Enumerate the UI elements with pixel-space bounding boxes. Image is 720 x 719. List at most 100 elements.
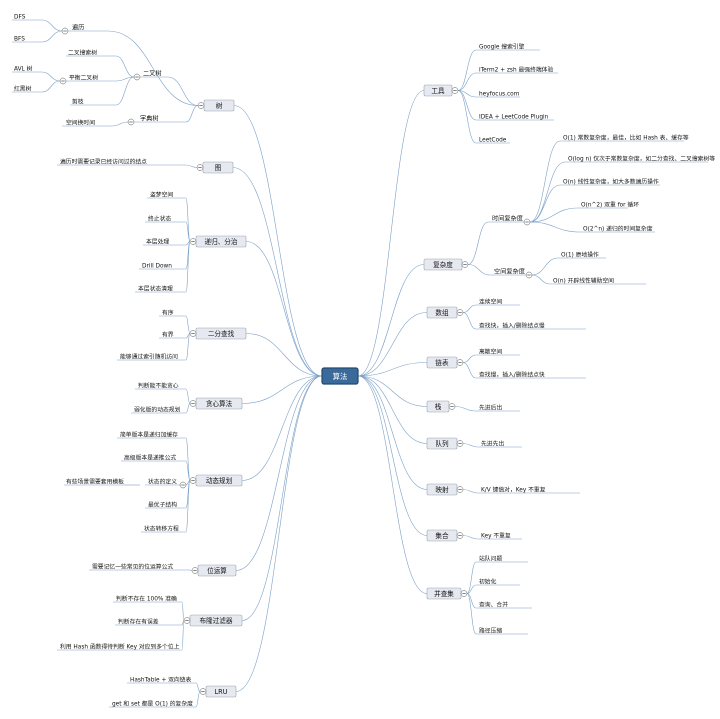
branch-node-set[interactable]: 集合 <box>426 529 458 542</box>
collapse-toggle-icon[interactable] <box>189 477 197 484</box>
leaf-label: 盗梦空间 <box>150 190 173 198</box>
collapse-toggle-icon[interactable] <box>456 486 464 493</box>
leaf-label: K/V 键值对，Key 不重复 <box>481 485 546 493</box>
connector-line <box>41 71 61 82</box>
branch-node-binsearch[interactable]: 二分查找 <box>195 327 247 340</box>
connector-line <box>241 375 323 481</box>
connector-line <box>107 30 199 106</box>
collapse-toggle-icon[interactable] <box>456 440 464 447</box>
connector-line <box>167 76 199 106</box>
connector-line <box>357 375 428 490</box>
connector-line <box>466 593 477 635</box>
branch-node-tree[interactable]: 树 <box>203 99 235 112</box>
collapse-toggle-icon[interactable] <box>199 688 207 695</box>
branch-node-label: 贪心算法 <box>206 399 233 408</box>
branch-node-dp[interactable]: 动态规划 <box>195 474 243 487</box>
branch-node-lru[interactable]: LRU <box>205 685 237 698</box>
leaf-label: O(n) 线性复杂度，如大多数遍历操作 <box>563 177 659 185</box>
leaf-label: 站队问题 <box>479 554 502 562</box>
space-complexity-label: 空间复杂度 <box>494 267 525 275</box>
branch-node-stack[interactable]: 栈 <box>426 400 450 413</box>
branch-node-bloom[interactable]: 布隆过滤器 <box>189 614 243 627</box>
connector-line <box>529 140 561 223</box>
connector-line <box>462 312 477 330</box>
collapse-toggle-icon[interactable] <box>59 77 67 85</box>
branch-node-bitop[interactable]: 位运算 <box>197 564 237 577</box>
collapse-toggle-icon[interactable] <box>133 73 141 81</box>
connector-line <box>185 480 191 533</box>
branch-node-label: 队列 <box>435 439 449 448</box>
collapse-toggle-icon[interactable] <box>525 271 533 279</box>
collapse-toggle-icon[interactable] <box>189 400 197 407</box>
branch-node-complexity[interactable]: 复杂度 <box>423 258 463 271</box>
collapse-toggle-icon[interactable] <box>456 359 464 366</box>
connector-line <box>241 375 323 621</box>
collapse-toggle-icon[interactable] <box>179 481 187 489</box>
collapse-toggle-icon[interactable] <box>196 164 204 171</box>
branch-node-recursion[interactable]: 递归、分治 <box>195 235 247 248</box>
connector-line <box>245 333 323 377</box>
mindmap-nodes: 算法树图递归、分治二分查找贪心算法动态规划位运算布隆过滤器LRU遍历DFSBFS… <box>14 14 715 707</box>
collapse-toggle-icon[interactable] <box>456 309 464 316</box>
root-node[interactable] <box>321 367 359 385</box>
connector-line <box>357 375 428 444</box>
branch-node-array[interactable]: 数组 <box>426 306 458 319</box>
connector-line <box>457 90 477 98</box>
connector-line <box>185 105 199 123</box>
connector-line <box>241 375 323 404</box>
collapse-toggle-icon[interactable] <box>197 102 205 109</box>
collapse-toggle-icon[interactable] <box>189 238 197 245</box>
leaf-label: O(n^2) 双重 for 循环 <box>581 200 639 208</box>
branch-node-label: LRU <box>214 688 227 696</box>
leaf-label: 本层状态清理 <box>138 284 173 292</box>
branch-node-unionfind[interactable]: 并查集 <box>426 587 462 600</box>
collapse-toggle-icon[interactable] <box>189 330 197 337</box>
branch-node-label: 位运算 <box>207 566 227 575</box>
collapse-toggle-icon[interactable] <box>456 532 464 539</box>
leaf-label: 初始化 <box>479 577 497 585</box>
collapse-toggle-icon[interactable] <box>127 118 135 126</box>
leaf-label: LeetCode <box>479 137 507 143</box>
collapse-toggle-icon[interactable] <box>451 87 459 94</box>
collapse-toggle-icon[interactable] <box>448 403 456 410</box>
branch-node-queue[interactable]: 队列 <box>426 437 458 450</box>
connector-line <box>457 90 477 144</box>
connector-line <box>457 72 477 91</box>
connector-line <box>185 437 191 481</box>
leaf-label: 连续空间 <box>479 297 502 305</box>
leaf-label: 先进后出 <box>479 403 502 411</box>
connector-line <box>529 207 579 223</box>
leaf-label: 遍历时需要记录已经访问过的结点 <box>60 157 147 165</box>
branch-node-tools[interactable]: 工具 <box>423 84 453 97</box>
collapse-toggle-icon[interactable] <box>61 27 69 35</box>
collapse-toggle-icon[interactable] <box>191 567 199 574</box>
trie-label: 字典树 <box>140 114 159 122</box>
leaf-label: 红黑树 <box>14 84 32 92</box>
connector-line <box>235 375 323 571</box>
connector-line <box>466 593 477 609</box>
leaf-label: 空间换时间 <box>66 118 95 126</box>
leaf-label: 简单版本是递归加缓存 <box>120 430 178 438</box>
leaf-label: Drill Down <box>142 263 172 269</box>
connector-line <box>111 121 129 127</box>
leaf-label: 查询、合并 <box>479 600 508 608</box>
leaf-label: 判断不存在 100% 准确 <box>116 594 177 602</box>
leaf-label: 有序 <box>162 308 174 316</box>
branch-node-graph[interactable]: 图 <box>202 161 234 174</box>
collapse-toggle-icon[interactable] <box>183 617 191 624</box>
connector-line <box>181 620 185 651</box>
branch-node-map[interactable]: 映射 <box>426 483 458 496</box>
leaf-label: 判断能不能贪心 <box>138 381 179 389</box>
leaf-label: heyfocus.com <box>479 91 520 97</box>
collapse-toggle-icon[interactable] <box>461 261 469 268</box>
leaf-label: IDEA + LeetCode Plugin <box>479 114 549 120</box>
collapse-toggle-icon[interactable] <box>523 218 531 226</box>
branch-node-linkedlist[interactable]: 链表 <box>426 356 458 369</box>
branch-node-greedy[interactable]: 贪心算法 <box>195 397 243 410</box>
binary-tree-label: 二叉树 <box>143 69 162 77</box>
leaf-label: 需要记忆一些常见的位运算公式 <box>92 562 173 570</box>
collapse-toggle-icon[interactable] <box>460 590 468 597</box>
connector-line <box>185 241 191 293</box>
connector-lines <box>12 19 708 708</box>
branch-node-label: 二分查找 <box>208 329 235 338</box>
